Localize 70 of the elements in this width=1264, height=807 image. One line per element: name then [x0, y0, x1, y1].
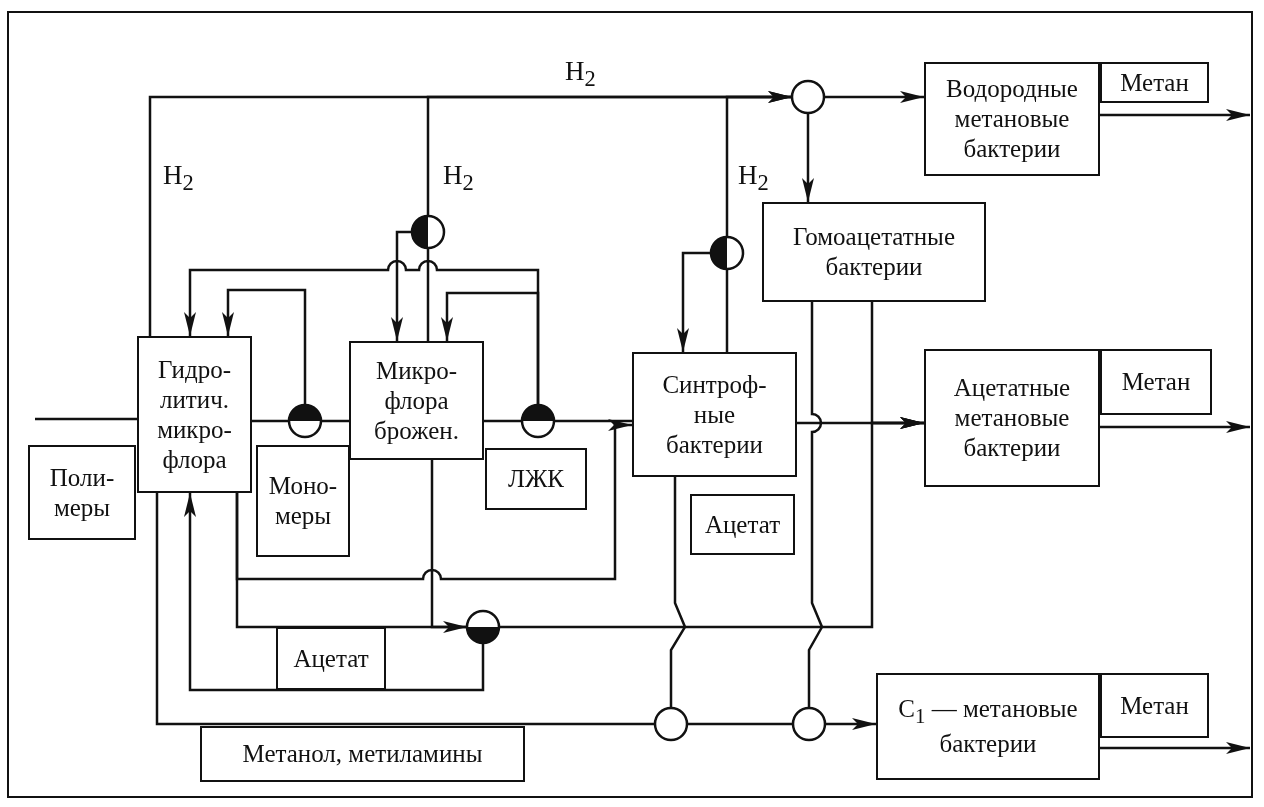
process-box: [256, 445, 350, 557]
junction-circle: [287, 403, 323, 439]
box-label: Гидро- литич. микро- флора: [156, 354, 233, 475]
arrow: [824, 91, 924, 103]
junction-circle: [520, 403, 556, 439]
arrow: [1100, 742, 1250, 754]
connector-line: [321, 419, 349, 423]
process-box: [485, 448, 587, 510]
arrow: [430, 460, 467, 633]
junction-circle: [465, 609, 501, 645]
formula-label: H$_{2}$: [565, 58, 596, 91]
junction-circle: [790, 79, 826, 115]
box-label: Ацетатные метановые бактерии: [952, 373, 1072, 463]
arrow: [222, 288, 307, 405]
formula-label: H$_{2}$: [443, 162, 474, 195]
arrow: [184, 493, 485, 692]
connector-line: [484, 419, 522, 423]
connector-line: [252, 419, 289, 423]
process-box: [690, 494, 795, 555]
arrow: [1100, 109, 1250, 121]
connector-line: [725, 269, 729, 352]
arrow: [391, 230, 412, 341]
box-label: Ацетат: [704, 509, 781, 540]
arrow: [499, 417, 924, 629]
formula-label: H$_{2}$: [738, 162, 769, 195]
box-label: Метанол, метиламины: [242, 739, 483, 769]
process-box: [349, 341, 484, 460]
connector-line: [426, 248, 430, 341]
junction-circle: [709, 235, 745, 271]
process-box: [924, 62, 1100, 176]
process-box: [924, 349, 1100, 487]
box-label: C$_{1}$ — метановые бактерии: [897, 694, 1079, 759]
junction-circle: [410, 214, 446, 250]
connector-line: [669, 477, 687, 708]
process-box: [28, 445, 136, 540]
arrow: [441, 291, 540, 405]
junction-circle: [791, 706, 827, 742]
arrow: [825, 718, 876, 730]
arrow: [677, 251, 711, 352]
process-box: [1100, 62, 1209, 103]
arrow: [1100, 421, 1250, 433]
junction-circle: [653, 706, 689, 742]
box-label: ЛЖК: [508, 464, 564, 494]
process-box: [200, 726, 525, 782]
process-box: [1100, 673, 1209, 738]
box-label: Метан: [1120, 690, 1189, 721]
box-label: Синтроф- ные бактерии: [661, 369, 768, 460]
box-label: Моно- меры: [267, 471, 339, 531]
box-label: Поли- меры: [48, 462, 116, 523]
process-box: [876, 673, 1100, 780]
process-box: [762, 202, 986, 302]
arrow: [725, 91, 792, 237]
connector-line: [155, 493, 655, 726]
box-label: Метан: [1121, 367, 1191, 397]
box-label: Гомоацетатные бактерии: [791, 222, 957, 282]
process-box: [1100, 349, 1212, 415]
arrow: [802, 113, 814, 202]
connector-line: [35, 417, 137, 421]
connector-line: [554, 419, 632, 423]
box-label: Ацетат: [293, 643, 369, 674]
process-box: [137, 336, 252, 493]
box-label: Микро- флора брожен.: [373, 355, 460, 446]
connector-line: [807, 302, 824, 708]
box-label: Водородные метановые бактерии: [945, 74, 1079, 164]
box-label: Метан: [1120, 67, 1189, 98]
process-box: [276, 627, 386, 690]
process-box: [632, 352, 797, 477]
connector-line: [687, 722, 793, 726]
arrow: [235, 419, 632, 581]
formula-label: H$_{2}$: [163, 162, 194, 195]
